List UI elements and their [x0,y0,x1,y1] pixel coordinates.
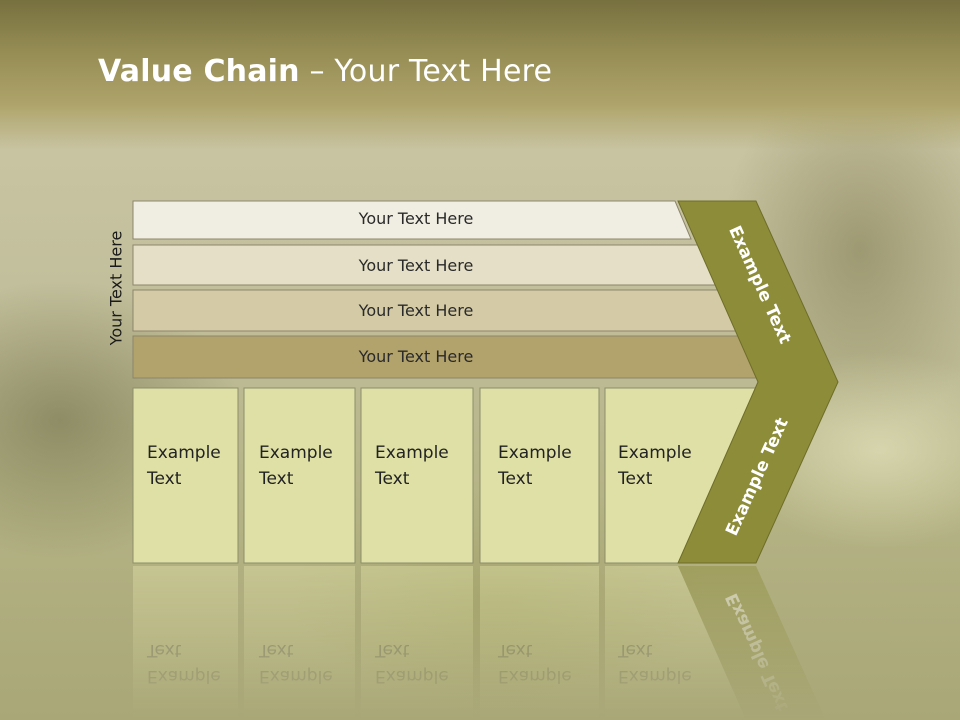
svg-text:Text: Text [146,640,182,660]
box-1 [132,387,239,564]
box-4-line1: Example [498,443,572,463]
svg-text:Example: Example [259,666,333,686]
row-label-3: Your Text Here [358,301,474,320]
box-2 [243,387,356,564]
title-bar: Value Chain – Your Text Here [0,0,960,150]
row-label-2: Your Text Here [358,256,474,275]
svg-text:Text: Text [617,640,653,660]
svg-text:Example: Example [498,666,572,686]
page-title: Value Chain – Your Text Here [98,54,552,89]
row-bar-1 [132,200,692,240]
row-label-1: Your Text Here [358,209,474,228]
title-bold: Value Chain [98,54,300,89]
title-rest: – Your Text Here [299,54,553,89]
svg-text:Text: Text [497,640,533,660]
box-2-line1: Example [259,443,333,463]
box-2-line2: Text [258,469,294,489]
svg-text:Example: Example [618,666,692,686]
svg-text:Example: Example [375,666,449,686]
box-5-line1: Example [618,443,692,463]
chevron-arrow [677,200,839,564]
box-4 [479,387,600,564]
box-1-line2: Text [146,469,182,489]
svg-text:Text: Text [374,640,410,660]
box-3-line2: Text [374,469,410,489]
row-label-4: Your Text Here [358,347,474,366]
box-3 [360,387,474,564]
diagram-reflection: Example Text Example Text Example Text E… [133,566,826,720]
box-4-line2: Text [497,469,533,489]
svg-text:Example: Example [147,666,221,686]
box-5-line2: Text [617,469,653,489]
box-3-line1: Example [375,443,449,463]
svg-text:Text: Text [258,640,294,660]
box-1-line1: Example [147,443,221,463]
